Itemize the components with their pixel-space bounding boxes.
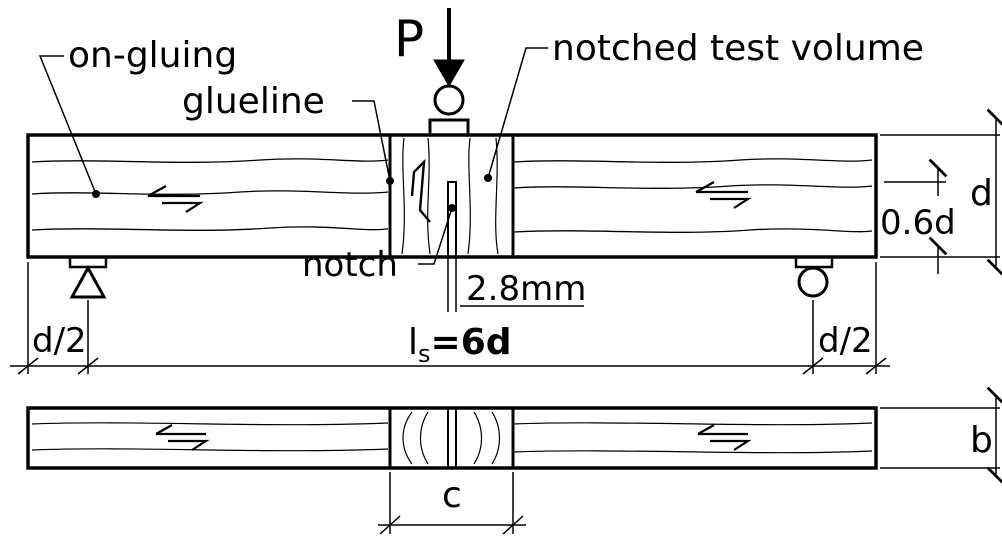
load-arrow-head: [433, 59, 465, 88]
leader-lines: [38, 47, 548, 265]
notch-width-dimension: [447, 257, 584, 312]
c-label: c: [442, 475, 462, 516]
depth-label: d: [970, 173, 993, 214]
span-equation: =6d: [431, 322, 512, 363]
load-roller: [433, 84, 465, 116]
notch-depth-label: 0.6d: [880, 203, 956, 243]
glueline-label: glueline: [182, 81, 325, 122]
support-right-label: d/2: [818, 321, 873, 361]
span-label: ls=6d: [408, 322, 512, 368]
grain-direction-arrow-left: [147, 185, 204, 213]
depth-dimension: [880, 108, 1002, 278]
load-label: P: [394, 10, 424, 68]
notched-test-volume-label: notched test volume: [552, 28, 924, 69]
span-l: l: [408, 322, 418, 363]
notch-width-label: 2.8mm: [466, 269, 586, 309]
left-support: [68, 255, 108, 299]
test-volume-grain: [401, 137, 499, 255]
plan-grain-arrow-left: [155, 424, 210, 451]
span-dimension: [10, 262, 890, 375]
plan-test-volume-grain: [402, 411, 501, 465]
leader-dots: [92, 174, 492, 212]
grain-lines-right: [513, 158, 873, 233]
plan-grain-arrow-right: [697, 424, 752, 451]
right-support: [794, 255, 834, 298]
grain-lines-left: [31, 158, 389, 231]
plan-outline: [26, 406, 878, 470]
plan-view: [26, 386, 1002, 535]
width-label: b: [970, 420, 993, 461]
elevation-view: [10, 8, 1002, 375]
notch-slot: [447, 181, 457, 258]
c-dimension: [378, 472, 526, 535]
support-left-label: d/2: [32, 321, 87, 361]
plan-grain-lines: [31, 422, 873, 454]
notch-label: notch: [302, 245, 398, 285]
on-gluing-label: on-gluing: [68, 35, 237, 76]
plan-notch-slot: [447, 407, 457, 469]
width-dimension: [880, 386, 1002, 486]
load-plate: [428, 118, 470, 137]
grain-direction-arrow-right: [695, 181, 752, 209]
shear-arrow: [410, 158, 431, 223]
span-subscript: s: [418, 340, 431, 368]
